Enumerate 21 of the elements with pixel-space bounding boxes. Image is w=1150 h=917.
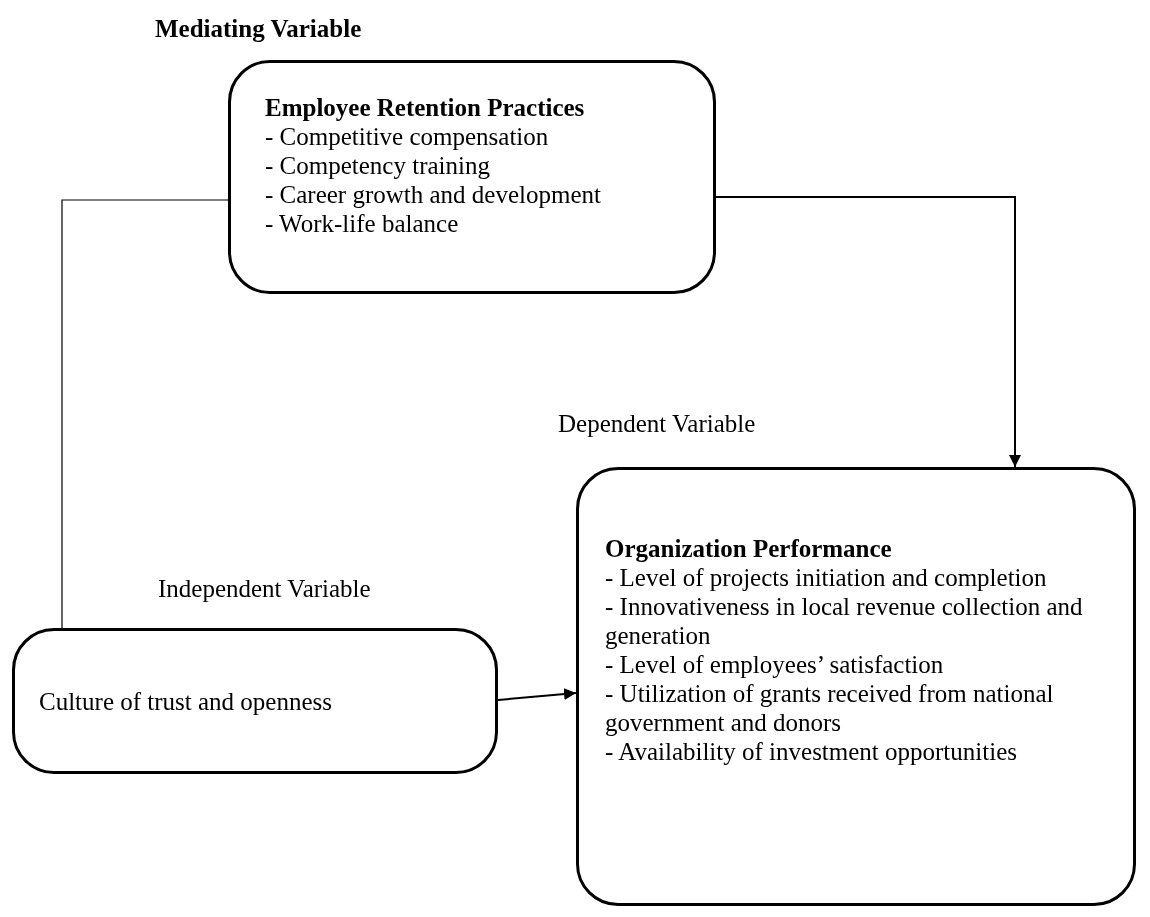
variable-box	[576, 467, 1136, 906]
list-item: - Level of projects initiation and completion	[605, 563, 1048, 592]
box-heading: Organization Performance	[605, 534, 893, 563]
variable-label: Dependent Variable	[558, 410, 756, 438]
list-item: - Work-life balance	[265, 209, 460, 238]
arrow	[497, 688, 577, 701]
list-item: - Competency training	[265, 151, 491, 180]
list-item: - Level of employees’ satisfaction	[605, 650, 945, 679]
list-item: - Competitive compensation	[265, 122, 550, 151]
process-box	[12, 628, 498, 774]
variable-label: Mediating Variable	[155, 15, 362, 43]
list-item: - Career growth and development	[265, 180, 602, 209]
variable-box	[228, 60, 716, 294]
list-item: - Innovativeness in local revenue collection and generation	[605, 592, 1084, 650]
list-item: Culture of trust and openness	[39, 687, 333, 716]
list-item: - Availability of investment opportunities	[605, 737, 1018, 766]
variable-label: Independent Variable	[158, 575, 371, 603]
list-item: - Utilization of grants received from national government and donors	[605, 679, 1055, 737]
arrow	[715, 196, 1021, 468]
box-heading: Employee Retention Practices	[265, 93, 586, 122]
connector-line	[61, 199, 229, 629]
